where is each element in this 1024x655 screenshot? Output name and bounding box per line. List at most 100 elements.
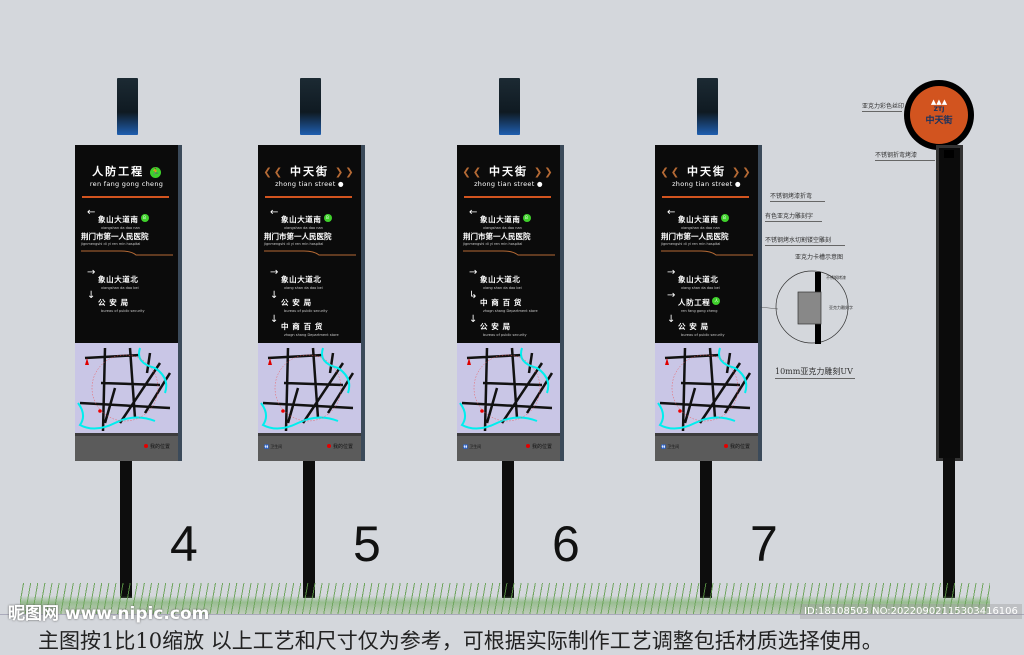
my-location-label: 我的位置	[143, 443, 170, 450]
logo-disc: ▲▲▲ ZTJ 中天街	[904, 80, 974, 150]
annotation-cut-steel: 不锈钢烤水切割镂空雕刻	[765, 235, 845, 246]
direction-entry: ↓公 安 局 bureau of public security	[87, 290, 145, 313]
map-footer: 🚻 卫生间 我的位置	[457, 433, 560, 461]
sign-cap	[697, 78, 718, 135]
sign-pinyin: zhong tian street ●	[672, 180, 741, 188]
sign-number: 7	[750, 516, 778, 572]
area-map	[655, 343, 758, 433]
arrow-icon: ↓	[667, 314, 676, 325]
toilet-label: 🚻 卫生间	[264, 444, 283, 449]
annotation-detail-acrylic: 亚克力雕刻字	[829, 305, 853, 310]
arrow-icon: ↓	[469, 314, 478, 325]
divider-line	[662, 196, 749, 198]
arrow-icon: ↳	[469, 290, 478, 301]
badge-icon: 人	[712, 296, 721, 305]
sign-cap	[499, 78, 520, 135]
sign-pole	[303, 458, 315, 598]
divider-line	[265, 196, 352, 198]
double-chevron-left-icon: ❮❮	[263, 167, 285, 178]
my-location-label: 我的位置	[326, 443, 353, 450]
arrow-icon: ←	[270, 207, 279, 218]
direction-entry: →人防工程人 ren fang gong cheng	[667, 290, 721, 313]
sign-header: ❮❮ 中天街 ❯❯	[263, 165, 356, 178]
sign-number: 5	[353, 516, 381, 572]
direction-entry: →象山大道北 xiang shan da dao bei	[667, 267, 720, 290]
location-dot-icon	[525, 444, 530, 448]
badge-icon: B	[720, 213, 729, 222]
wave-divider	[463, 250, 555, 256]
sign-header: ❮❮ 中天街 ❯❯	[660, 165, 753, 178]
sign-pinyin: zhong tian street ●	[275, 180, 344, 188]
divider-line	[82, 196, 169, 198]
map-footer: 🚻 卫生间 我的位置	[655, 433, 758, 461]
running-man-icon: 🏃	[149, 166, 161, 178]
toilet-label: 🚻 卫生间	[463, 444, 482, 449]
footer-note: 主图按1比10缩放 以上工艺和尺寸仅为参考，可根据实际制作工艺调整包括材质选择使…	[38, 629, 883, 653]
annotation-uv-acrylic: 10mm亚克力雕刻UV	[775, 366, 855, 379]
direction-entry: →象山大道北 xiang shan da dao bei	[270, 267, 323, 290]
watermark-logo: 昵图网 www.nipic.com	[8, 604, 210, 624]
direction-entry: ↳中 商 百 货 zhogn shang Department store	[469, 290, 538, 313]
map-footer: 🚻 卫生间 我的位置	[258, 433, 361, 461]
annotation-bent-steel: 不锈钢烤漆折弯	[770, 191, 825, 202]
sign-pole	[120, 458, 132, 598]
sign-cap	[300, 78, 321, 135]
arrow-icon: ←	[469, 207, 478, 218]
arrow-icon: ←	[667, 207, 676, 218]
logo-icon: ▲▲▲	[930, 98, 948, 106]
sign-pole	[502, 458, 514, 598]
location-dot-icon	[723, 444, 728, 448]
double-chevron-right-icon: ❯❯	[731, 167, 753, 178]
sign-header: ❮❮ 中天街 ❯❯	[462, 165, 555, 178]
location-dot-icon	[326, 444, 331, 448]
logo-brand: ZTJ	[933, 106, 945, 113]
wave-divider	[81, 250, 173, 256]
annotation-pole-paint: 不锈钢折弯烤漆	[875, 150, 935, 161]
arrow-icon: ↓	[270, 314, 279, 325]
annotation-acrylic-letters: 有色亚克力雕刻字	[765, 211, 822, 222]
my-location-label: 我的位置	[723, 443, 750, 450]
divider-line	[464, 196, 551, 198]
sign-number: 6	[552, 516, 580, 572]
sign-number: 4	[170, 516, 198, 572]
direction-entry: ↓公 安 局 bureau of public security	[270, 290, 328, 313]
sign-pinyin: zhong tian street ●	[474, 180, 543, 188]
direction-entry: ↓中 商 百 货 zhogn shang Department store	[270, 314, 339, 337]
my-location-label: 我的位置	[525, 443, 552, 450]
direction-entry: →象山大道北 xiang shan da dao bei	[469, 267, 522, 290]
annotation-slot-diagram: 亚克力卡槽示意图	[795, 254, 844, 261]
sign-pinyin: ren fang gong cheng	[89, 180, 164, 188]
arrow-icon: →	[87, 267, 96, 278]
direction-entry: ↓公 安 局 bureau of public security	[469, 314, 527, 337]
map-footer: 我的位置	[75, 433, 178, 461]
sign-pole	[700, 458, 712, 598]
arrow-icon: →	[667, 290, 676, 301]
grass-decoration	[20, 583, 990, 615]
direction-entry: ↓公 安 局 bureau of public security	[667, 314, 725, 337]
double-chevron-left-icon: ❮❮	[660, 167, 682, 178]
badge-icon: B	[522, 213, 531, 222]
arrow-icon: →	[270, 267, 279, 278]
location-dot-icon	[143, 444, 148, 448]
direction-entry: →象山大道北 xiangshan da dao bei	[87, 267, 139, 290]
acrylic-slot-detail	[760, 270, 849, 344]
area-map	[258, 343, 361, 433]
sign-cap	[117, 78, 138, 135]
logo-name: 中天街	[925, 116, 953, 126]
wave-divider	[661, 250, 753, 256]
arrow-icon: →	[469, 267, 478, 278]
side-view-pole	[943, 458, 955, 598]
area-map	[75, 343, 178, 433]
badge-icon: B	[323, 213, 332, 222]
area-map	[457, 343, 560, 433]
double-chevron-right-icon: ❯❯	[533, 167, 555, 178]
